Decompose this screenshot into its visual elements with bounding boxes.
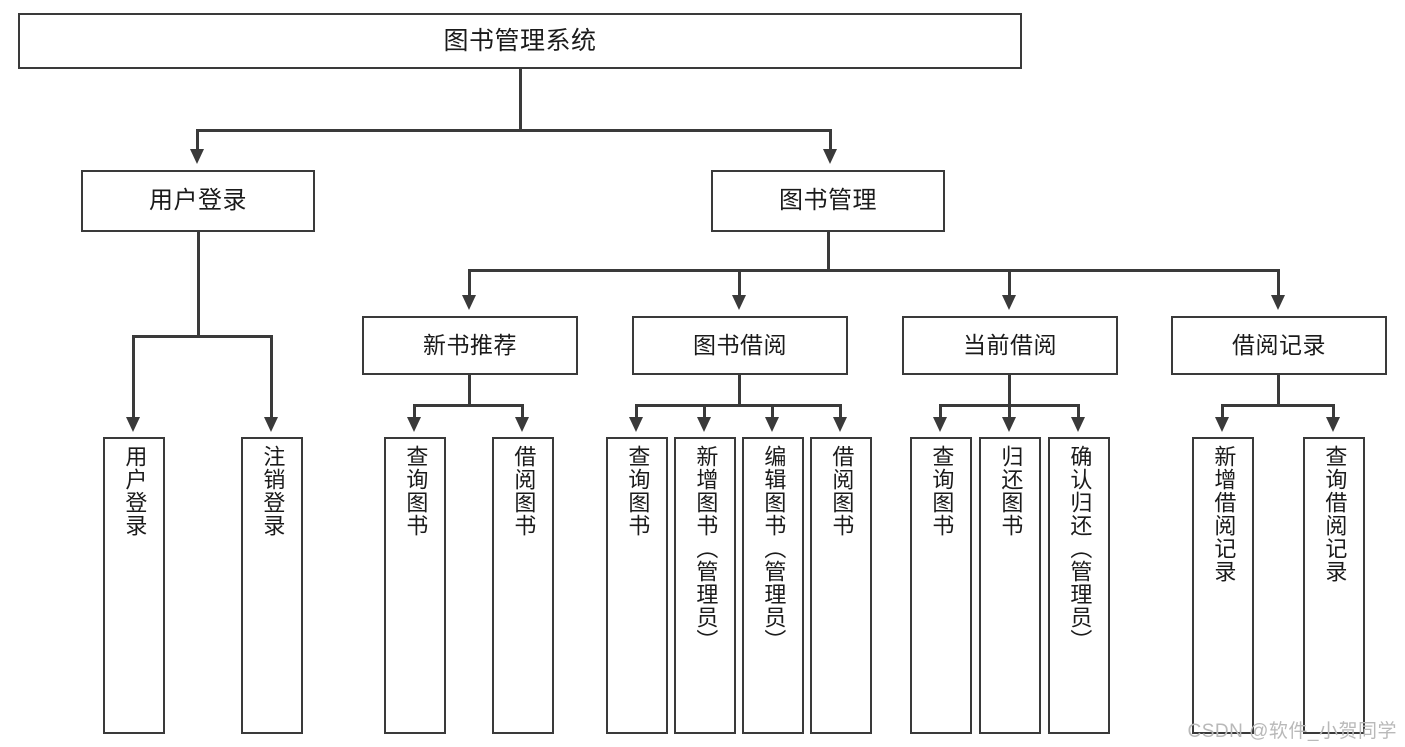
node-label: 归还图书	[998, 445, 1024, 537]
node-borrow-record[interactable]: 借阅记录	[1171, 316, 1387, 375]
leaf-logout[interactable]: 注销登录	[241, 437, 303, 734]
arrowhead-book-manage	[823, 149, 837, 164]
node-label: 查询图书	[929, 445, 955, 537]
connector-borrow-record-bus	[1222, 404, 1334, 407]
node-label: 新增图书（管理员）	[693, 445, 719, 652]
arrowhead-leaf-borrow-book-2	[833, 417, 847, 432]
arrowhead-leaf-query-book-1	[407, 417, 421, 432]
arrowhead-leaf-query-book-2	[629, 417, 643, 432]
leaf-edit-book-admin[interactable]: 编辑图书（管理员）	[742, 437, 804, 734]
node-label: 用户登录	[122, 445, 148, 537]
arrowhead-leaf-edit-book	[765, 417, 779, 432]
node-label: 编辑图书（管理员）	[761, 445, 787, 652]
arrowhead-leaf-user-login	[126, 417, 140, 432]
arrowhead-borrow-record	[1271, 295, 1285, 310]
node-label: 借阅记录	[1232, 331, 1326, 358]
connector-root-stem	[519, 69, 522, 130]
node-label: 确认归还（管理员）	[1067, 445, 1093, 652]
node-label: 借阅图书	[511, 445, 537, 537]
node-label: 查询图书	[403, 445, 429, 537]
connector-current-borrow-leaf-3	[1077, 404, 1080, 418]
connector-book-borrow-leaf-3	[771, 404, 774, 418]
connector-borrow-record-leaf-2	[1332, 404, 1335, 418]
arrowhead-leaf-add-record	[1215, 417, 1229, 432]
leaf-query-book-current[interactable]: 查询图书	[910, 437, 972, 734]
arrowhead-leaf-return-book	[1002, 417, 1016, 432]
node-root-system[interactable]: 图书管理系统	[18, 13, 1022, 69]
arrowhead-leaf-confirm-return	[1071, 417, 1085, 432]
arrowhead-leaf-query-book-3	[933, 417, 947, 432]
arrowhead-book-borrow	[732, 295, 746, 310]
connector-borrow-record-stem	[1277, 375, 1280, 406]
leaf-query-borrow-record[interactable]: 查询借阅记录	[1303, 437, 1365, 734]
connector-to-current-borrow	[1008, 269, 1011, 296]
connector-user-login-leaf-2	[270, 335, 273, 418]
connector-current-borrow-leaf-2	[1008, 404, 1011, 418]
connector-book-manage-bus	[469, 269, 1280, 272]
leaf-borrow-book[interactable]: 借阅图书	[810, 437, 872, 734]
node-user-login[interactable]: 用户登录	[81, 170, 315, 232]
arrowhead-leaf-add-book	[697, 417, 711, 432]
leaf-query-book-borrow[interactable]: 查询图书	[606, 437, 668, 734]
leaf-borrow-book-recommend[interactable]: 借阅图书	[492, 437, 554, 734]
node-label: 用户登录	[149, 186, 247, 214]
connector-root-to-user-login	[196, 129, 199, 151]
node-book-borrow[interactable]: 图书借阅	[632, 316, 848, 375]
connector-to-borrow-record	[1277, 269, 1280, 296]
node-label: 查询借阅记录	[1322, 445, 1348, 583]
leaf-confirm-return-admin[interactable]: 确认归还（管理员）	[1048, 437, 1110, 734]
node-new-book-recommend[interactable]: 新书推荐	[362, 316, 578, 375]
node-label: 借阅图书	[829, 445, 855, 537]
node-label: 图书管理系统	[443, 27, 597, 55]
node-current-borrow[interactable]: 当前借阅	[902, 316, 1118, 375]
connector-book-borrow-leaf-1	[635, 404, 638, 418]
connector-book-borrow-leaf-2	[703, 404, 706, 418]
connector-borrow-record-leaf-1	[1221, 404, 1224, 418]
leaf-user-login[interactable]: 用户登录	[103, 437, 165, 734]
connector-book-borrow-leaf-4	[839, 404, 842, 418]
connector-user-login-leaf-1	[132, 335, 135, 418]
connector-user-login-bus	[133, 335, 272, 338]
node-label: 新增借阅记录	[1211, 445, 1237, 583]
arrowhead-leaf-borrow-book-1	[515, 417, 529, 432]
connector-new-book-leaf-1	[413, 404, 416, 418]
connector-new-book-leaf-2	[521, 404, 524, 418]
leaf-add-book-admin[interactable]: 新增图书（管理员）	[674, 437, 736, 734]
connector-to-book-borrow	[738, 269, 741, 296]
arrowhead-user-login	[190, 149, 204, 164]
connector-user-login-stem	[197, 232, 200, 336]
node-label: 查询图书	[625, 445, 651, 537]
connector-new-book-stem	[468, 375, 471, 406]
leaf-return-book[interactable]: 归还图书	[979, 437, 1041, 734]
connector-current-borrow-stem	[1008, 375, 1011, 406]
connector-root-to-book-manage	[829, 129, 832, 151]
arrowhead-leaf-query-record	[1326, 417, 1340, 432]
connector-new-book-bus	[414, 404, 524, 407]
connector-current-borrow-leaf-1	[939, 404, 942, 418]
node-label: 图书借阅	[693, 331, 787, 358]
node-label: 注销登录	[260, 445, 286, 537]
leaf-add-borrow-record[interactable]: 新增借阅记录	[1192, 437, 1254, 734]
connector-book-manage-stem	[827, 232, 830, 271]
connector-book-borrow-stem	[738, 375, 741, 406]
leaf-query-book-recommend[interactable]: 查询图书	[384, 437, 446, 734]
node-label: 新书推荐	[423, 331, 517, 358]
arrowhead-leaf-logout	[264, 417, 278, 432]
node-label: 图书管理	[779, 186, 877, 214]
arrowhead-new-book-recommend	[462, 295, 476, 310]
node-label: 当前借阅	[963, 331, 1057, 358]
node-book-manage[interactable]: 图书管理	[711, 170, 945, 232]
arrowhead-current-borrow	[1002, 295, 1016, 310]
connector-root-bus	[197, 129, 831, 132]
connector-book-borrow-bus	[636, 404, 842, 407]
connector-to-new-book	[468, 269, 471, 296]
